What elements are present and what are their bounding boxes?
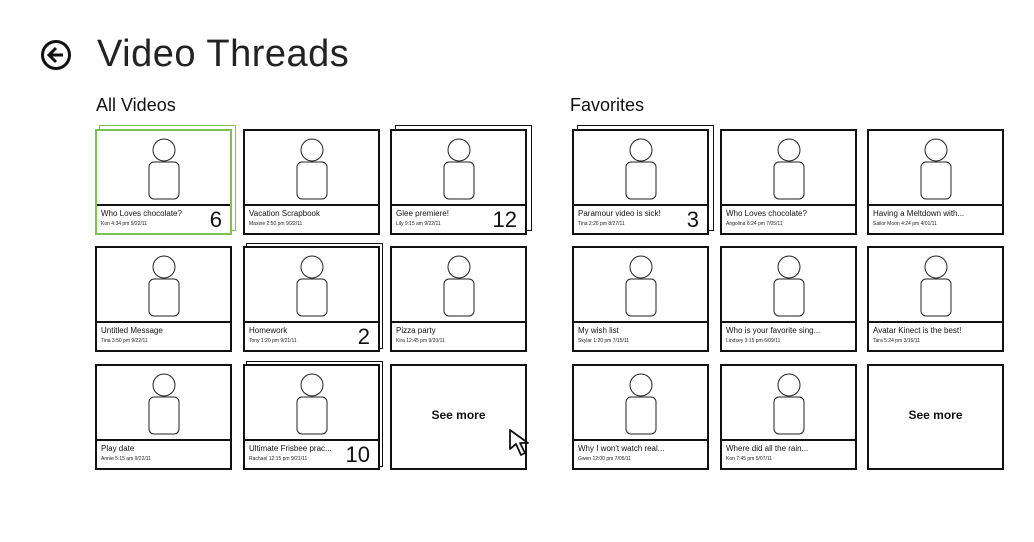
thread-meta: Kon 7:45 pm 5/07/11 (726, 456, 773, 462)
thread-title: Having a Meltdown with... (873, 209, 965, 218)
tile-caption: Who is your favorite sing... Lindsey 3:15… (722, 321, 855, 350)
video-thread-tile[interactable]: Ultimate Frisbee prac... Rachael 12:15 pm… (243, 364, 380, 470)
group-title-all-videos: All Videos (96, 95, 176, 115)
see-more-label: See more (908, 408, 963, 422)
thread-meta: Sailor Moon 4:24 pm 4/01/11 (873, 221, 937, 227)
person-placeholder-icon (148, 373, 180, 435)
see-more-all-videos-button[interactable]: See more (390, 364, 527, 470)
favorite-thread-tile[interactable]: Who is your favorite sing... Lindsey 3:15… (720, 246, 857, 352)
favorite-thread-tile[interactable]: Paramour video is sick! Tina 2:26 pm 8/27… (572, 129, 709, 235)
video-thread-tile[interactable]: Glee premiere! Lily 9:15 am 9/22/11 12 (390, 129, 527, 235)
thread-meta: Maxine 2:50 pm 9/22/11 (249, 221, 303, 227)
favorite-thread-tile[interactable]: Why I won't watch real... Gwen 12:00 pm 7… (572, 364, 709, 470)
thread-title: Why I won't watch real... (578, 444, 665, 453)
person-placeholder-icon (296, 255, 328, 317)
back-button[interactable] (41, 40, 71, 70)
video-thread-tile[interactable]: Who Loves chocolate? Kon 4:34 pm 9/22/11 6 (95, 129, 232, 235)
thread-meta: Tara 5:24 pm 3/16/11 (873, 338, 920, 344)
thread-title: Who is your favorite sing... (726, 326, 821, 335)
thread-title: Play date (101, 444, 135, 453)
thread-title: Who Loves chocolate? (726, 209, 807, 218)
back-arrow-icon (46, 46, 63, 64)
thread-title: Untitled Message (101, 326, 163, 335)
person-placeholder-icon (148, 255, 180, 317)
thread-title: Where did all the rain... (726, 444, 809, 453)
thread-meta: Lindsey 3:15 pm 6/09/11 (726, 338, 781, 344)
person-placeholder-icon (296, 373, 328, 435)
person-placeholder-icon (296, 138, 328, 200)
thread-meta: Skylar 1:20 pm 7/15/11 (578, 338, 630, 344)
tile-caption: Ultimate Frisbee prac... Rachael 12:15 pm… (245, 439, 378, 468)
thread-title: Homework (249, 326, 288, 335)
thread-meta: Annie 5:15 am 9/22/11 (101, 456, 151, 462)
favorite-thread-tile[interactable]: Avatar Kinect is the best! Tara 5:24 pm 3… (867, 246, 1004, 352)
thread-meta: Kira 12:45 pm 9/20/11 (396, 338, 445, 344)
favorite-thread-tile[interactable]: Having a Meltdown with... Sailor Moon 4:2… (867, 129, 1004, 235)
person-placeholder-icon (625, 373, 657, 435)
thread-count: 10 (345, 442, 370, 467)
favorite-thread-tile[interactable]: Who Loves chocolate? Angolina 8:24 pm 7/0… (720, 129, 857, 235)
thread-title: Who Loves chocolate? (101, 209, 182, 218)
see-more-favorites-button[interactable]: See more (867, 364, 1004, 470)
tile-caption: Why I won't watch real... Gwen 12:00 pm 7… (574, 439, 707, 468)
thread-count: 6 (209, 207, 222, 232)
thread-count: 3 (686, 207, 699, 232)
thread-meta: Tina 2:26 pm 8/27/11 (578, 221, 625, 227)
person-placeholder-icon (625, 138, 657, 200)
thread-meta: Tony 1:20 pm 9/21/11 (249, 338, 297, 344)
thread-count: 12 (492, 207, 517, 232)
person-placeholder-icon (443, 138, 475, 200)
person-placeholder-icon (773, 373, 805, 435)
tile-caption: Who Loves chocolate? Angolina 8:24 pm 7/0… (722, 204, 855, 233)
tile-caption: Glee premiere! Lily 9:15 am 9/22/11 12 (392, 204, 525, 233)
thread-title: Pizza party (396, 326, 436, 335)
thread-title: Ultimate Frisbee prac... (249, 444, 332, 453)
thread-title: Paramour video is sick! (578, 209, 661, 218)
tile-caption: Who Loves chocolate? Kon 4:34 pm 9/22/11 6 (97, 204, 230, 233)
see-more-label: See more (431, 408, 486, 422)
person-placeholder-icon (920, 138, 952, 200)
thread-count: 2 (357, 324, 370, 349)
mouse-pointer-icon (509, 429, 529, 456)
tile-caption: Avatar Kinect is the best! Tara 5:24 pm 3… (869, 321, 1002, 350)
thread-title: Vacation Scrapbook (249, 209, 321, 218)
thread-meta: Kon 4:34 pm 9/22/11 (101, 221, 148, 227)
person-placeholder-icon (443, 255, 475, 317)
person-placeholder-icon (148, 138, 180, 200)
thread-meta: Lily 9:15 am 9/22/11 (396, 221, 441, 227)
person-placeholder-icon (920, 255, 952, 317)
thread-meta: Gwen 12:00 pm 7/05/11 (578, 456, 631, 462)
group-title-favorites: Favorites (570, 95, 645, 115)
tile-caption: Where did all the rain... Kon 7:45 pm 5/0… (722, 439, 855, 468)
tile-caption: Having a Meltdown with... Sailor Moon 4:2… (869, 204, 1002, 233)
thread-meta: Tina 3:50 pm 9/22/11 (101, 338, 148, 344)
tile-caption: Paramour video is sick! Tina 2:26 pm 8/27… (574, 204, 707, 233)
person-placeholder-icon (625, 255, 657, 317)
thread-title: Glee premiere! (396, 209, 449, 218)
thread-title: Avatar Kinect is the best! (873, 326, 962, 335)
person-placeholder-icon (773, 255, 805, 317)
thread-meta: Rachael 12:15 pm 9/21/11 (249, 456, 308, 462)
thread-meta: Angolina 8:24 pm 7/05/11 (726, 221, 783, 227)
person-placeholder-icon (773, 138, 805, 200)
favorite-thread-tile[interactable]: Where did all the rain... Kon 7:45 pm 5/0… (720, 364, 857, 470)
thread-title: My wish list (578, 326, 619, 335)
page-title: Video Threads (97, 33, 350, 75)
